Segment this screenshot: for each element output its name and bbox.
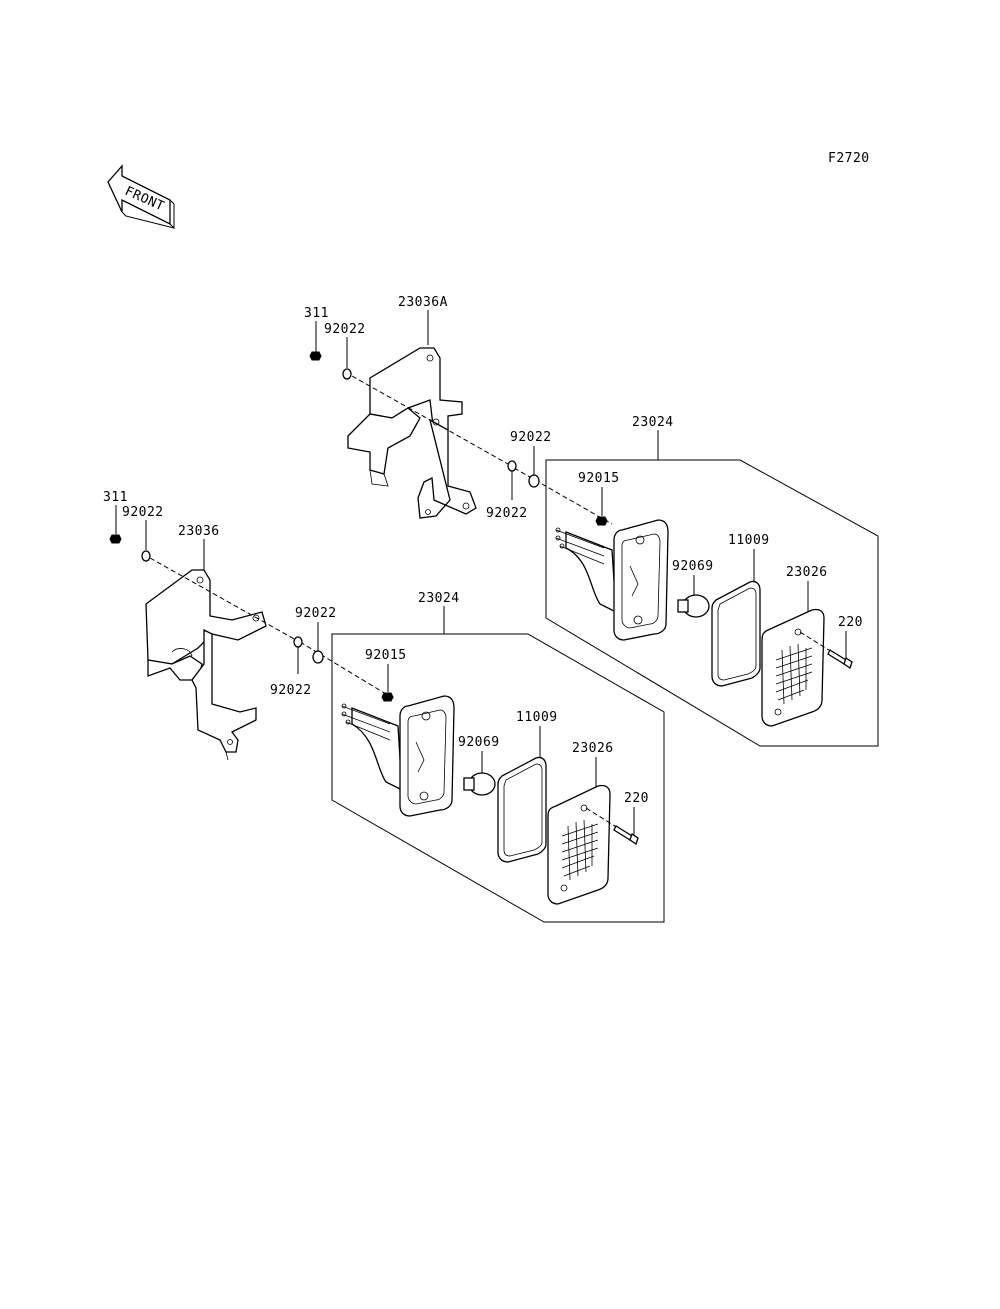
upper-assembly-bracket-line [545, 430, 879, 747]
label-upper-washer-c: 92022 [486, 506, 528, 521]
lower-gasket-icon [497, 756, 547, 863]
label-lower-washer-b: 92022 [295, 606, 337, 621]
upper-bracket-group: 311 92022 23036A 92022 92022 [304, 295, 613, 525]
washer-icon [293, 636, 303, 648]
label-lower-lamp-assembly: 23024 [418, 591, 460, 606]
label-upper-lamp-assembly: 23024 [632, 415, 674, 430]
label-upper-washer-a: 92022 [324, 322, 366, 337]
diagram-code: F2720 [828, 151, 870, 166]
label-lower-lamp-gasket: 11009 [516, 710, 558, 725]
label-upper-lamp-nut: 92015 [578, 471, 620, 486]
upper-lamp-group: 23024 92015 92069 11009 23026 220 [545, 415, 879, 747]
label-lower-washer-a: 92022 [122, 505, 164, 520]
washer-icon [141, 550, 151, 562]
lower-assembly-bracket-line [331, 606, 665, 923]
label-lower-lamp-lens: 23026 [572, 741, 614, 756]
front-arrow-icon: FRONT [107, 164, 175, 230]
upper-bulb-icon [677, 594, 710, 618]
lower-lens-icon [547, 784, 611, 905]
bracket-23036a-icon [347, 347, 477, 519]
label-lower-nut: 311 [103, 490, 128, 505]
label-lower-lamp-screw: 220 [624, 791, 649, 806]
label-lower-washer-c: 92022 [270, 683, 312, 698]
lower-lamp-housing-icon [341, 695, 455, 817]
label-lower-bracket: 23036 [178, 524, 220, 539]
upper-lamp-housing-icon [555, 519, 669, 641]
label-lower-lamp-nut: 92015 [365, 648, 407, 663]
washer-icon [312, 650, 324, 664]
lower-screw-icon [585, 807, 639, 846]
lower-lamp-group: 23024 92015 92069 11009 23026 220 [331, 591, 665, 923]
washer-icon [342, 368, 352, 380]
upper-screw-icon [799, 631, 853, 670]
label-upper-bracket: 23036A [398, 295, 448, 310]
label-upper-lamp-bulb: 92069 [672, 559, 714, 574]
washer-icon [507, 460, 517, 472]
nut-icon [309, 351, 322, 361]
label-upper-nut: 311 [304, 306, 329, 321]
lower-bracket-group: 311 92022 23036 92022 92022 [103, 490, 397, 761]
upper-lens-icon [761, 608, 825, 727]
washer-icon [528, 474, 540, 488]
label-upper-washer-b: 92022 [510, 430, 552, 445]
label-upper-lamp-screw: 220 [838, 615, 863, 630]
label-upper-lamp-gasket: 11009 [728, 533, 770, 548]
label-upper-lamp-lens: 23026 [786, 565, 828, 580]
bracket-23036-icon [145, 569, 267, 761]
upper-gasket-icon [711, 580, 761, 687]
nut-icon [109, 534, 122, 544]
nut-icon [595, 516, 608, 526]
label-lower-lamp-bulb: 92069 [458, 735, 500, 750]
lower-bulb-icon [463, 772, 496, 796]
nut-icon [381, 692, 394, 702]
